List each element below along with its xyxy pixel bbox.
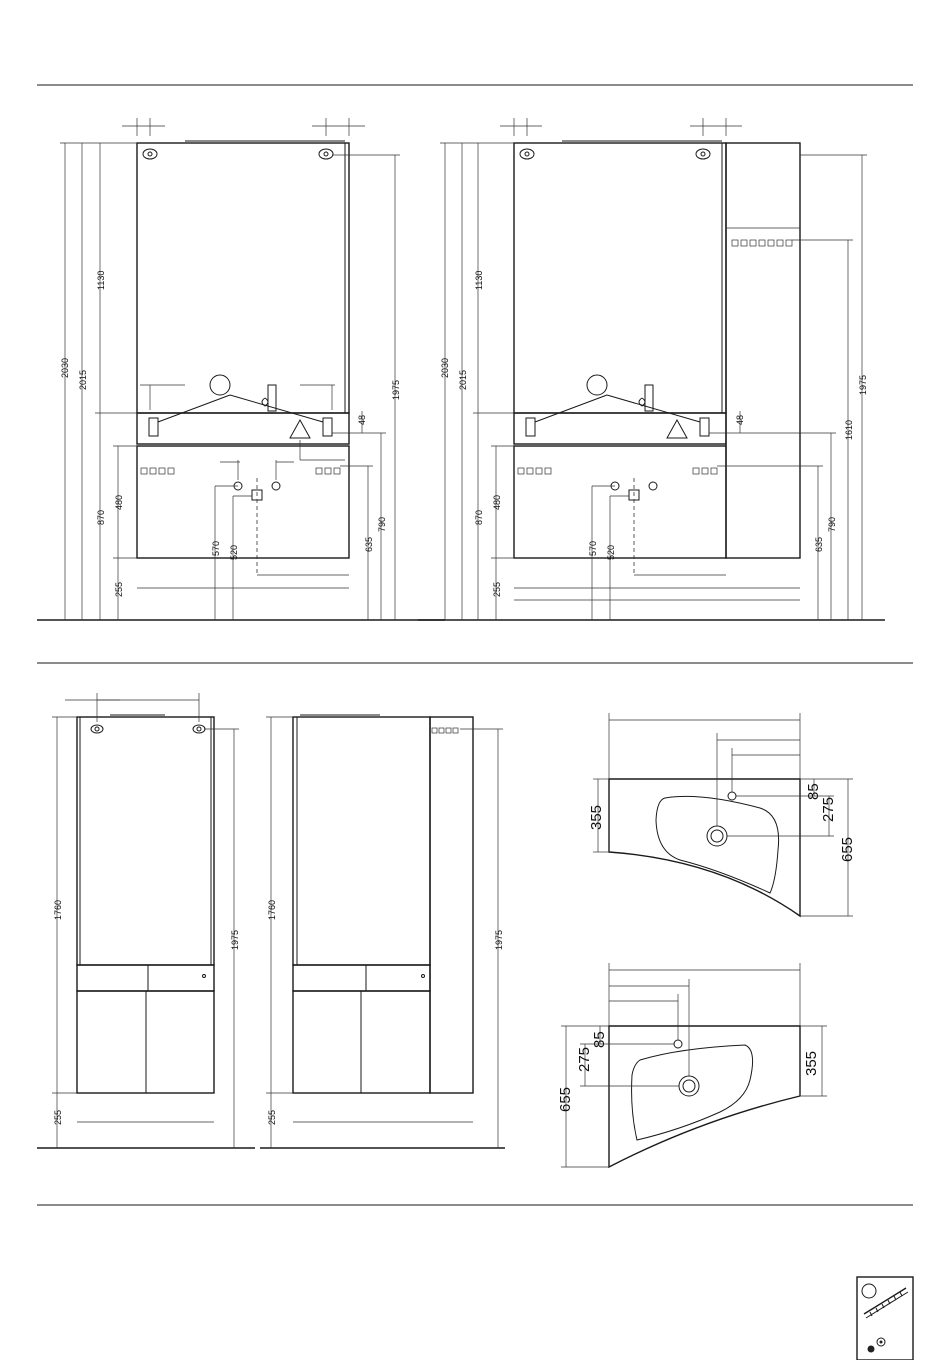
- dim-2030: 2030: [440, 358, 450, 378]
- dim-520: 520: [606, 545, 616, 560]
- dim-870: 870: [96, 510, 106, 525]
- wall-hook-icon: [520, 149, 534, 159]
- dim-355: 355: [803, 1051, 820, 1076]
- dim-1760: 1760: [53, 900, 63, 920]
- dim-520: 520: [229, 545, 239, 560]
- dim-790: 790: [377, 517, 387, 532]
- warning-icon: [667, 420, 687, 438]
- dim-570: 570: [588, 541, 598, 556]
- dim-275: 275: [820, 797, 837, 822]
- dim-275: 275: [576, 1047, 593, 1072]
- dim-2030: 2030: [60, 358, 70, 378]
- dim-1975: 1975: [858, 375, 868, 395]
- wall-hook-icon: [193, 725, 205, 733]
- dim-255: 255: [267, 1110, 277, 1125]
- dim-255: 255: [53, 1110, 63, 1125]
- wall-hook-icon: [143, 149, 157, 159]
- fixing-kit-icon: [857, 1277, 913, 1360]
- dim-635: 635: [814, 537, 824, 552]
- dim-480: 480: [114, 495, 124, 510]
- basin-plan-top: 355 85 275 655: [588, 713, 856, 916]
- dim-85: 85: [591, 1031, 608, 1048]
- elevation-bottom-side: 1760 1975 255: [260, 715, 505, 1148]
- dim-255: 255: [492, 582, 502, 597]
- elevation-top-left: 2030 2015 1130 870 480 255 1975 790 635 …: [37, 118, 445, 620]
- dim-48: 48: [735, 415, 745, 425]
- dim-1130: 1130: [96, 271, 106, 290]
- warning-icon: [290, 420, 310, 438]
- dim-790: 790: [827, 517, 837, 532]
- dim-1130: 1130: [474, 271, 484, 290]
- elevation-bottom-front: 1760 1975 255: [37, 693, 255, 1148]
- dim-1975: 1975: [391, 380, 401, 400]
- dim-655: 655: [839, 837, 856, 862]
- basin-plan-bottom: 85 275 655 355: [557, 963, 827, 1167]
- dim-2015: 2015: [78, 370, 88, 390]
- dim-2015: 2015: [458, 370, 468, 390]
- dim-255: 255: [114, 582, 124, 597]
- dim-1760: 1760: [267, 900, 277, 920]
- wall-hook-icon: [91, 725, 103, 733]
- dim-635: 635: [364, 537, 374, 552]
- elevation-top-right: 2030 2015 1130 870 480 255 1975 1610 790…: [418, 118, 885, 620]
- dim-655: 655: [557, 1087, 574, 1112]
- dim-355: 355: [588, 805, 605, 830]
- dim-870: 870: [474, 510, 484, 525]
- dim-1975: 1975: [230, 930, 240, 950]
- dim-480: 480: [492, 495, 502, 510]
- dim-1610: 1610: [844, 420, 854, 440]
- wall-hook-icon: [319, 149, 333, 159]
- dim-48: 48: [357, 415, 367, 425]
- dim-570: 570: [211, 541, 221, 556]
- wall-hook-icon: [696, 149, 710, 159]
- dim-1975: 1975: [494, 930, 504, 950]
